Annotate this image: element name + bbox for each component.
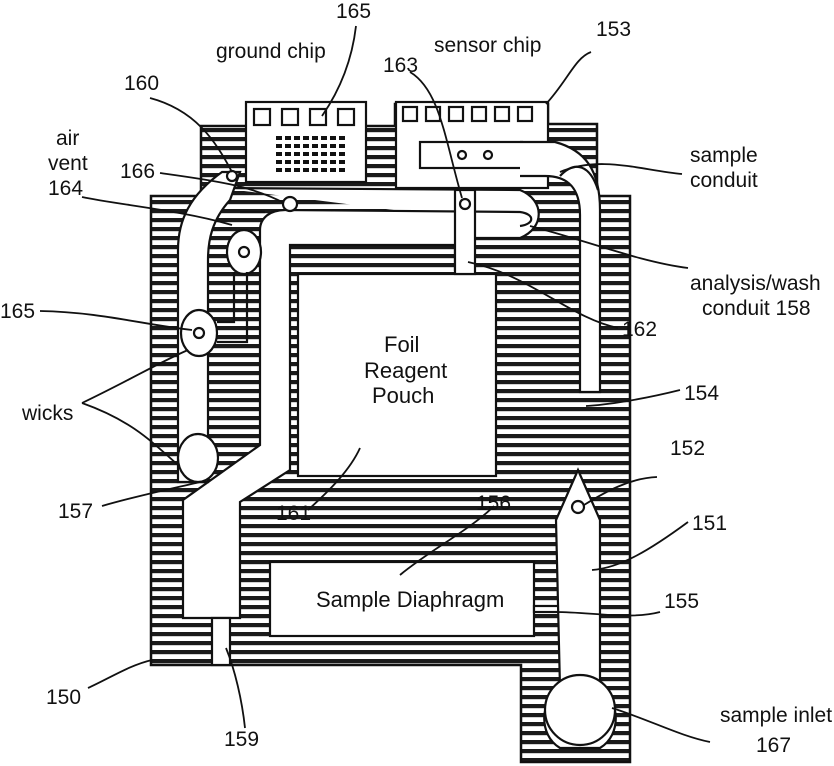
label-sample-inlet: sample inlet [720, 704, 832, 727]
ref-167: 167 [756, 734, 791, 757]
label-ground-chip: ground chip [216, 40, 326, 63]
contact-dot [339, 144, 345, 148]
port-160 [227, 171, 237, 181]
ref-150: 150 [46, 686, 81, 709]
label-sensor-chip: sensor chip [434, 34, 541, 57]
contact-dot [339, 152, 345, 156]
contact-dot [330, 136, 336, 140]
contact-dot [303, 152, 309, 156]
label-air: air [56, 127, 79, 150]
ref-156: 156 [476, 492, 511, 515]
contact-dot [339, 160, 345, 164]
wick-upper [181, 310, 217, 356]
label-sample-diaphragm: Sample Diaphragm [316, 587, 504, 612]
contact-dot [294, 168, 300, 172]
label-sample: sample [690, 144, 758, 167]
ref-152: 152 [670, 437, 705, 460]
contact-dot [285, 152, 291, 156]
contact-dot [276, 160, 282, 164]
label-conduit: conduit [690, 169, 758, 192]
contact-dot [294, 152, 300, 156]
label-vent: vent [48, 152, 88, 175]
contact-dot [321, 136, 327, 140]
contact-dot [312, 168, 318, 172]
sample-inlet-167 [545, 675, 615, 745]
contact-dot [276, 136, 282, 140]
contact-dot [312, 136, 318, 140]
label-wicks: wicks [21, 402, 73, 425]
contact-dot [312, 160, 318, 164]
contact-dot [285, 168, 291, 172]
contact-dot [285, 160, 291, 164]
ref-166: 166 [120, 160, 155, 183]
label-foil: Foil [384, 332, 419, 357]
ref-161: 161 [276, 502, 311, 525]
sensor-window [420, 142, 522, 168]
contact-dot [285, 144, 291, 148]
contact-dot [339, 168, 345, 172]
wick-lower-157 [178, 434, 218, 482]
contact-dot [294, 136, 300, 140]
ref-153: 153 [596, 18, 631, 41]
contact-dot [276, 144, 282, 148]
port-152 [572, 501, 584, 513]
contact-dot [276, 152, 282, 156]
label-pouch: Pouch [372, 383, 434, 408]
contact-dot [276, 168, 282, 172]
ref-157: 157 [58, 500, 93, 523]
contact-dot [321, 152, 327, 156]
contact-dot [330, 152, 336, 156]
port-166 [283, 197, 297, 211]
ref-164: 164 [48, 177, 83, 200]
label-analysis-wash: analysis/wash [690, 272, 821, 295]
contact-dot [330, 144, 336, 148]
contact-dot [303, 168, 309, 172]
ref-163: 163 [383, 54, 418, 77]
label-reagent: Reagent [364, 358, 447, 383]
ref-154: 154 [684, 382, 719, 405]
contact-dot [321, 168, 327, 172]
ref-165-left: 165 [0, 300, 35, 323]
contact-dot [285, 136, 291, 140]
ref-151: 151 [692, 512, 727, 535]
ref-159: 159 [224, 728, 259, 751]
contact-dot [330, 168, 336, 172]
contact-dot [330, 160, 336, 164]
contact-dot [303, 136, 309, 140]
contact-dot [303, 160, 309, 164]
contact-dot [312, 144, 318, 148]
contact-dot [312, 152, 318, 156]
ref-165-top: 165 [336, 0, 371, 23]
contact-dot [321, 160, 327, 164]
contact-dot [294, 160, 300, 164]
ref-162: 162 [622, 318, 657, 341]
label-conduit-158: conduit 158 [702, 297, 811, 320]
contact-dot [339, 136, 345, 140]
air-vent-164 [227, 230, 261, 274]
ref-155: 155 [664, 590, 699, 613]
contact-dot [321, 144, 327, 148]
contact-dot [294, 144, 300, 148]
outlet-159 [212, 618, 230, 665]
contact-dot [303, 144, 309, 148]
ref-160: 160 [124, 72, 159, 95]
